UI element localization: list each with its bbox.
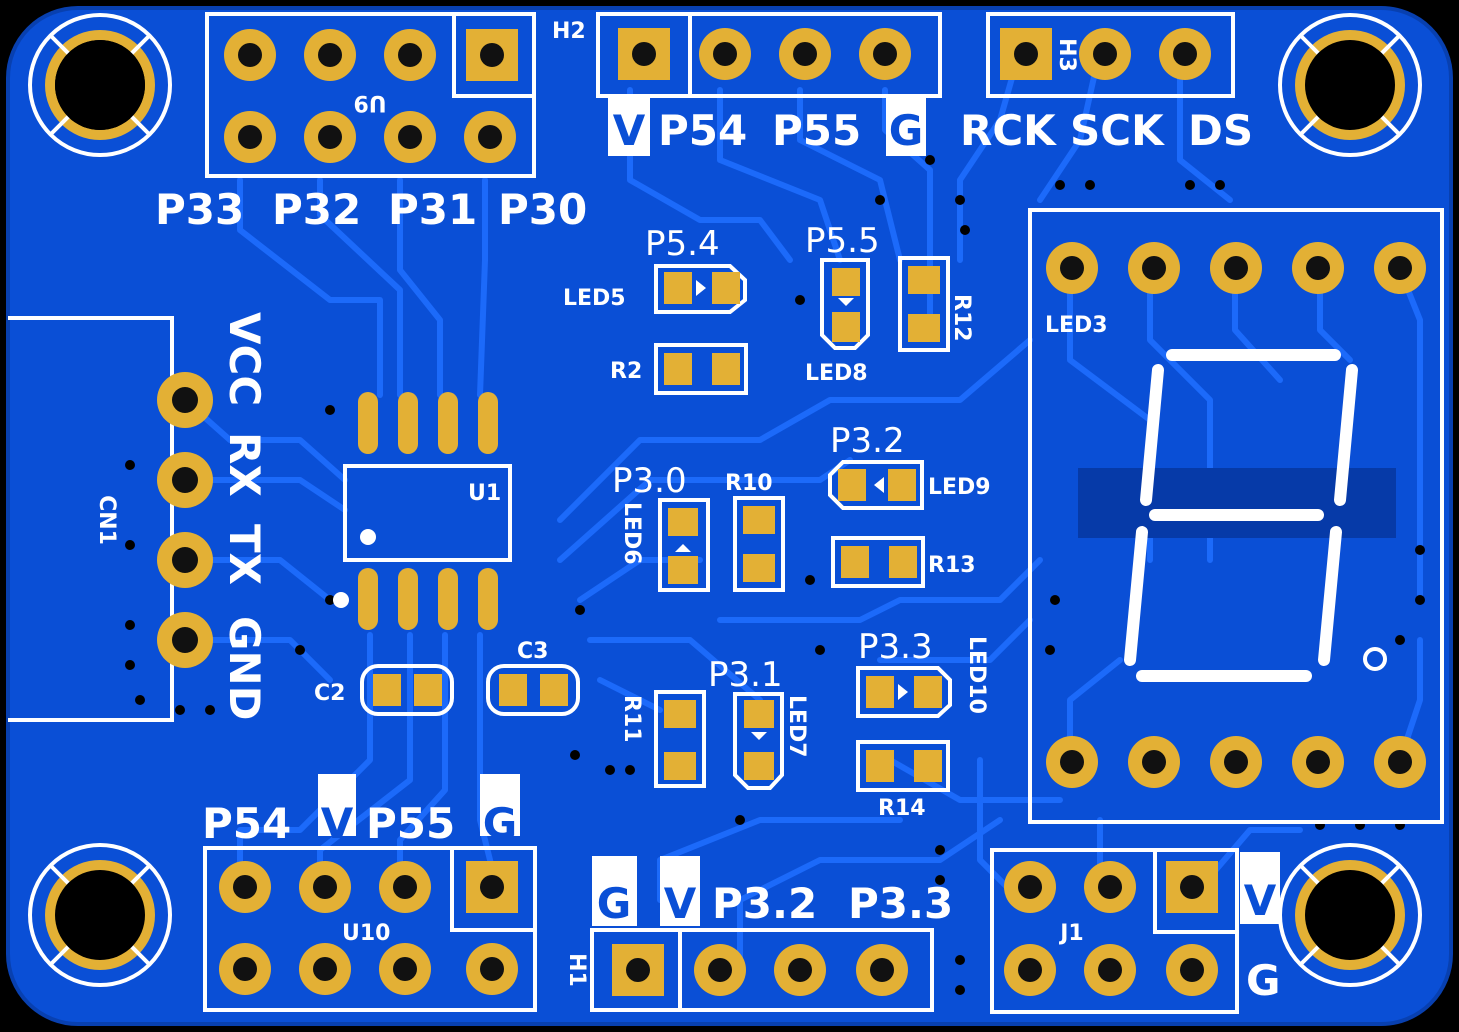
cn1-ref-label: CN1 — [94, 495, 119, 545]
c2-ref-label: C2 — [314, 681, 345, 706]
led6: P3.0 LED6 — [612, 461, 710, 592]
u9-ref-label: U9 — [353, 90, 386, 115]
r14-resistor: R14 — [856, 740, 950, 821]
u9-pin-label-1: P33 — [155, 185, 244, 234]
led3-seven-segment: LED3 — [1028, 208, 1444, 824]
h3-ref-label: H3 — [1054, 38, 1079, 72]
led5-ref-label: LED5 — [563, 286, 626, 311]
p33-label: P3.3 — [858, 627, 933, 667]
h3-pin-label-1: RCK — [960, 106, 1057, 155]
p55-label: P5.5 — [805, 221, 880, 261]
led9: P3.2 LED9 — [828, 421, 991, 510]
r10-ref-label: R10 — [725, 471, 773, 496]
u9-header: U9 P33 P32 P31 P30 — [155, 12, 587, 234]
h2-ref-label: H2 — [552, 19, 586, 44]
h1-header: G V P3.2 P3.3 H1 — [564, 856, 953, 1012]
u10-ref-label: U10 — [342, 921, 390, 946]
h2-header: H2 V P54 P55 G — [552, 12, 942, 156]
u10-pin-label-3: P55 — [366, 799, 455, 848]
h1-pin-label-2: V — [664, 879, 697, 928]
vias — [125, 155, 1425, 995]
h2-pin-label-2: P54 — [658, 106, 747, 155]
r13-resistor: R13 — [831, 536, 976, 588]
c3-ref-label: C3 — [517, 639, 548, 664]
h3-header: H3 RCK SCK DS — [960, 12, 1253, 155]
u9-pin-label-2: P32 — [272, 185, 361, 234]
u9-pin-label-4: P30 — [498, 185, 587, 234]
mounting-hole-bl — [28, 843, 172, 987]
r12-resistor: R12 — [898, 256, 974, 352]
r13-ref-label: R13 — [928, 553, 976, 578]
c2-capacitor: C2 — [314, 664, 454, 716]
h3-pin-label-3: DS — [1188, 106, 1253, 155]
j1-g-label: G — [1246, 956, 1280, 1005]
h1-pin-label-4: P3.3 — [848, 879, 953, 928]
r11-ref-label: R11 — [619, 695, 644, 743]
led7-ref-label: LED7 — [784, 695, 809, 758]
led10-ref-label: LED10 — [964, 636, 989, 714]
u10-pin-label-2: V — [321, 799, 354, 848]
u9-pin-label-3: P31 — [388, 185, 477, 234]
p32-label: P3.2 — [830, 421, 905, 461]
led8: P5.5 LED8 — [805, 221, 880, 386]
r14-ref-label: R14 — [878, 796, 926, 821]
r12-ref-label: R12 — [949, 294, 974, 342]
led3-ref-label: LED3 — [1045, 313, 1108, 338]
h1-pin-label-3: P3.2 — [712, 879, 817, 928]
r11-resistor: R11 — [619, 690, 706, 788]
r10-resistor: R10 — [725, 471, 785, 592]
u1-ref-label: U1 — [468, 481, 501, 506]
cn1-pin-label-1: VCC — [220, 312, 269, 406]
j1-header: J1 V G — [990, 848, 1280, 1014]
cn1-connector: CN1 VCC RX TX GND — [8, 312, 269, 722]
r2-ref-label: R2 — [610, 359, 642, 384]
led7: P3.1 LED7 — [708, 655, 809, 790]
p30-label: P3.0 — [612, 461, 687, 501]
h1-pin-label-1: G — [597, 879, 631, 928]
h2-pin-label-3: P55 — [772, 106, 861, 155]
u1-ic: U1 — [333, 392, 512, 630]
u10-header: U10 P54 V P55 G — [202, 774, 537, 1012]
led9-ref-label: LED9 — [928, 475, 991, 500]
c3-capacitor: C3 — [486, 639, 580, 716]
mounting-hole-tl — [28, 13, 172, 157]
led6-ref-label: LED6 — [619, 502, 644, 565]
p31-label: P3.1 — [708, 655, 783, 695]
r2-resistor: R2 — [610, 343, 748, 395]
led5: P5.4 LED5 — [563, 224, 747, 314]
mounting-hole-tr — [1278, 13, 1422, 157]
mounting-hole-br — [1278, 843, 1422, 987]
h2-pin-label-4: G — [889, 106, 923, 155]
h1-ref-label: H1 — [564, 953, 589, 987]
cn1-pin-label-4: GND — [220, 616, 269, 721]
u10-pin-label-1: P54 — [202, 799, 291, 848]
h3-pin-label-2: SCK — [1070, 106, 1165, 155]
h2-pin-label-1: V — [613, 106, 646, 155]
led8-ref-label: LED8 — [805, 361, 868, 386]
p54-label: P5.4 — [645, 224, 720, 264]
cn1-pin-label-2: RX — [220, 432, 269, 497]
cn1-pin-label-3: TX — [220, 524, 269, 585]
j1-v-label: V — [1244, 876, 1277, 925]
u10-pin-label-4: G — [483, 799, 517, 848]
led10: P3.3 LED10 — [856, 627, 989, 718]
j1-ref-label: J1 — [1058, 921, 1084, 946]
